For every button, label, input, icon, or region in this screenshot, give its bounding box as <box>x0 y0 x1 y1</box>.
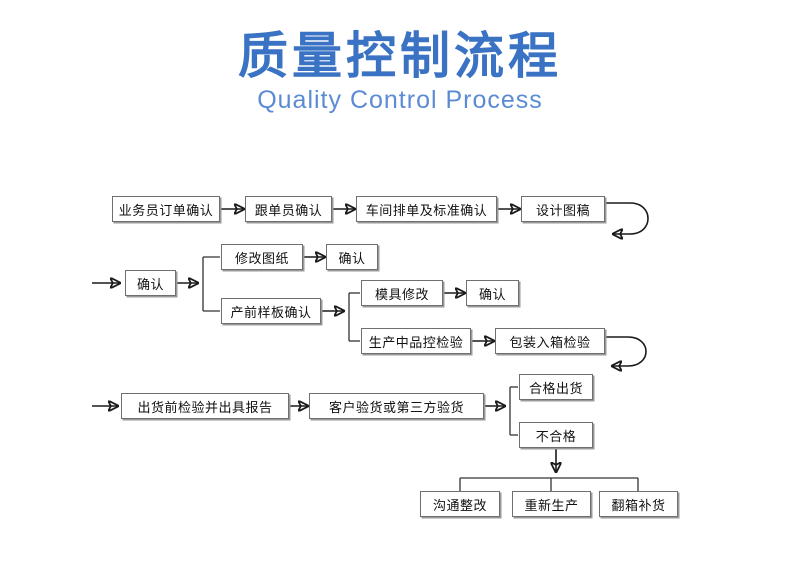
node-revise-drawing[interactable]: 修改图纸 <box>221 244 303 270</box>
page-title: 质量控制流程 <box>238 27 562 85</box>
node-merchandiser-confirm[interactable]: 跟单员确认 <box>245 196 332 222</box>
node-communicate-rectify[interactable]: 沟通整改 <box>420 491 500 517</box>
node-workshop-scheduling-standard-confirm[interactable]: 车间排单及标准确认 <box>356 196 497 222</box>
node-reproduce[interactable]: 重新生产 <box>512 491 591 517</box>
node-customer-or-third-party-inspection[interactable]: 客户验货或第三方验货 <box>309 393 484 419</box>
node-confirm-after-revise[interactable]: 确认 <box>326 244 378 270</box>
node-in-process-quality-inspection[interactable]: 生产中品控检验 <box>361 328 471 354</box>
page-header: 质量控制流程 Quality Control Process <box>0 28 800 115</box>
node-pre-production-sample-confirm[interactable]: 产前样板确认 <box>221 298 321 324</box>
node-confirm-after-design[interactable]: 确认 <box>125 270 176 296</box>
node-repack-replenish[interactable]: 翻箱补货 <box>599 491 678 517</box>
node-qualified-shipment[interactable]: 合格出货 <box>519 374 593 400</box>
node-packing-carton-inspection[interactable]: 包装入箱检验 <box>495 328 605 354</box>
node-design-draft[interactable]: 设计图稿 <box>521 196 605 222</box>
node-salesperson-order-confirm[interactable]: 业务员订单确认 <box>112 196 220 222</box>
node-unqualified[interactable]: 不合格 <box>519 422 593 448</box>
node-mold-modification[interactable]: 模具修改 <box>361 280 443 306</box>
node-confirm-after-mold[interactable]: 确认 <box>466 280 519 306</box>
page-subtitle: Quality Control Process <box>257 86 543 114</box>
link-n4-loopback <box>605 202 649 234</box>
node-pre-shipment-inspection-report[interactable]: 出货前检验并出具报告 <box>121 393 289 419</box>
link-n12-loopback <box>605 336 647 366</box>
